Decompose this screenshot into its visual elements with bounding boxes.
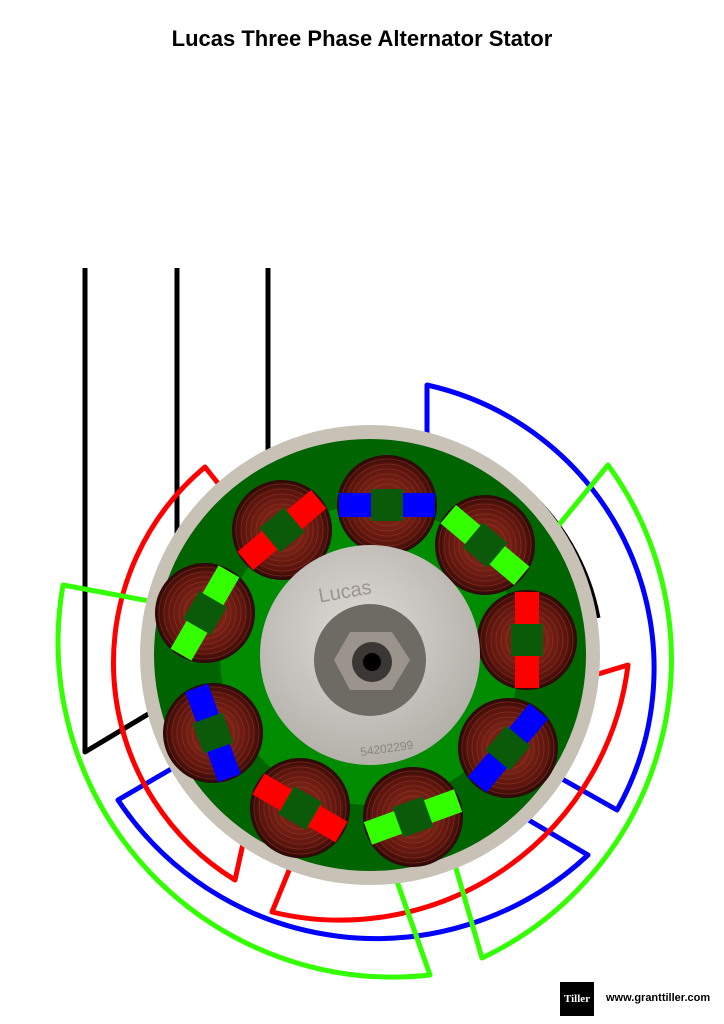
coil bbox=[337, 455, 437, 555]
phase-c-wire-right bbox=[452, 462, 674, 961]
pole-piece bbox=[278, 786, 322, 830]
tiller-logo: Tiller bbox=[560, 982, 594, 1016]
coil bbox=[458, 698, 558, 798]
website-link[interactable]: www.granttiller.com bbox=[606, 992, 711, 1004]
phase-b-wire-inner bbox=[115, 762, 591, 942]
phase-a-wire-left bbox=[110, 464, 249, 883]
pole-piece bbox=[511, 624, 543, 656]
wires bbox=[55, 268, 674, 980]
hub: Lucas 54202299 bbox=[260, 545, 480, 765]
phase-a-wire-right bbox=[269, 662, 631, 923]
phase-b-wire-outer bbox=[424, 382, 657, 813]
pole-piece bbox=[485, 725, 531, 771]
phase-c-wire-left bbox=[55, 582, 433, 980]
coil bbox=[155, 563, 255, 663]
pole-piece bbox=[371, 489, 403, 521]
coil bbox=[435, 495, 535, 595]
coils bbox=[155, 455, 577, 867]
coil bbox=[477, 590, 577, 690]
page-title: Lucas Three Phase Alternator Stator bbox=[171, 26, 553, 51]
lead-wire-1 bbox=[82, 268, 162, 755]
pole-piece bbox=[462, 522, 508, 568]
pole-piece bbox=[183, 591, 227, 635]
coil bbox=[363, 767, 463, 867]
coil bbox=[250, 758, 350, 858]
coil bbox=[163, 683, 263, 783]
pole-piece bbox=[259, 507, 305, 553]
pole-piece bbox=[392, 796, 434, 838]
pole-piece bbox=[192, 712, 234, 754]
